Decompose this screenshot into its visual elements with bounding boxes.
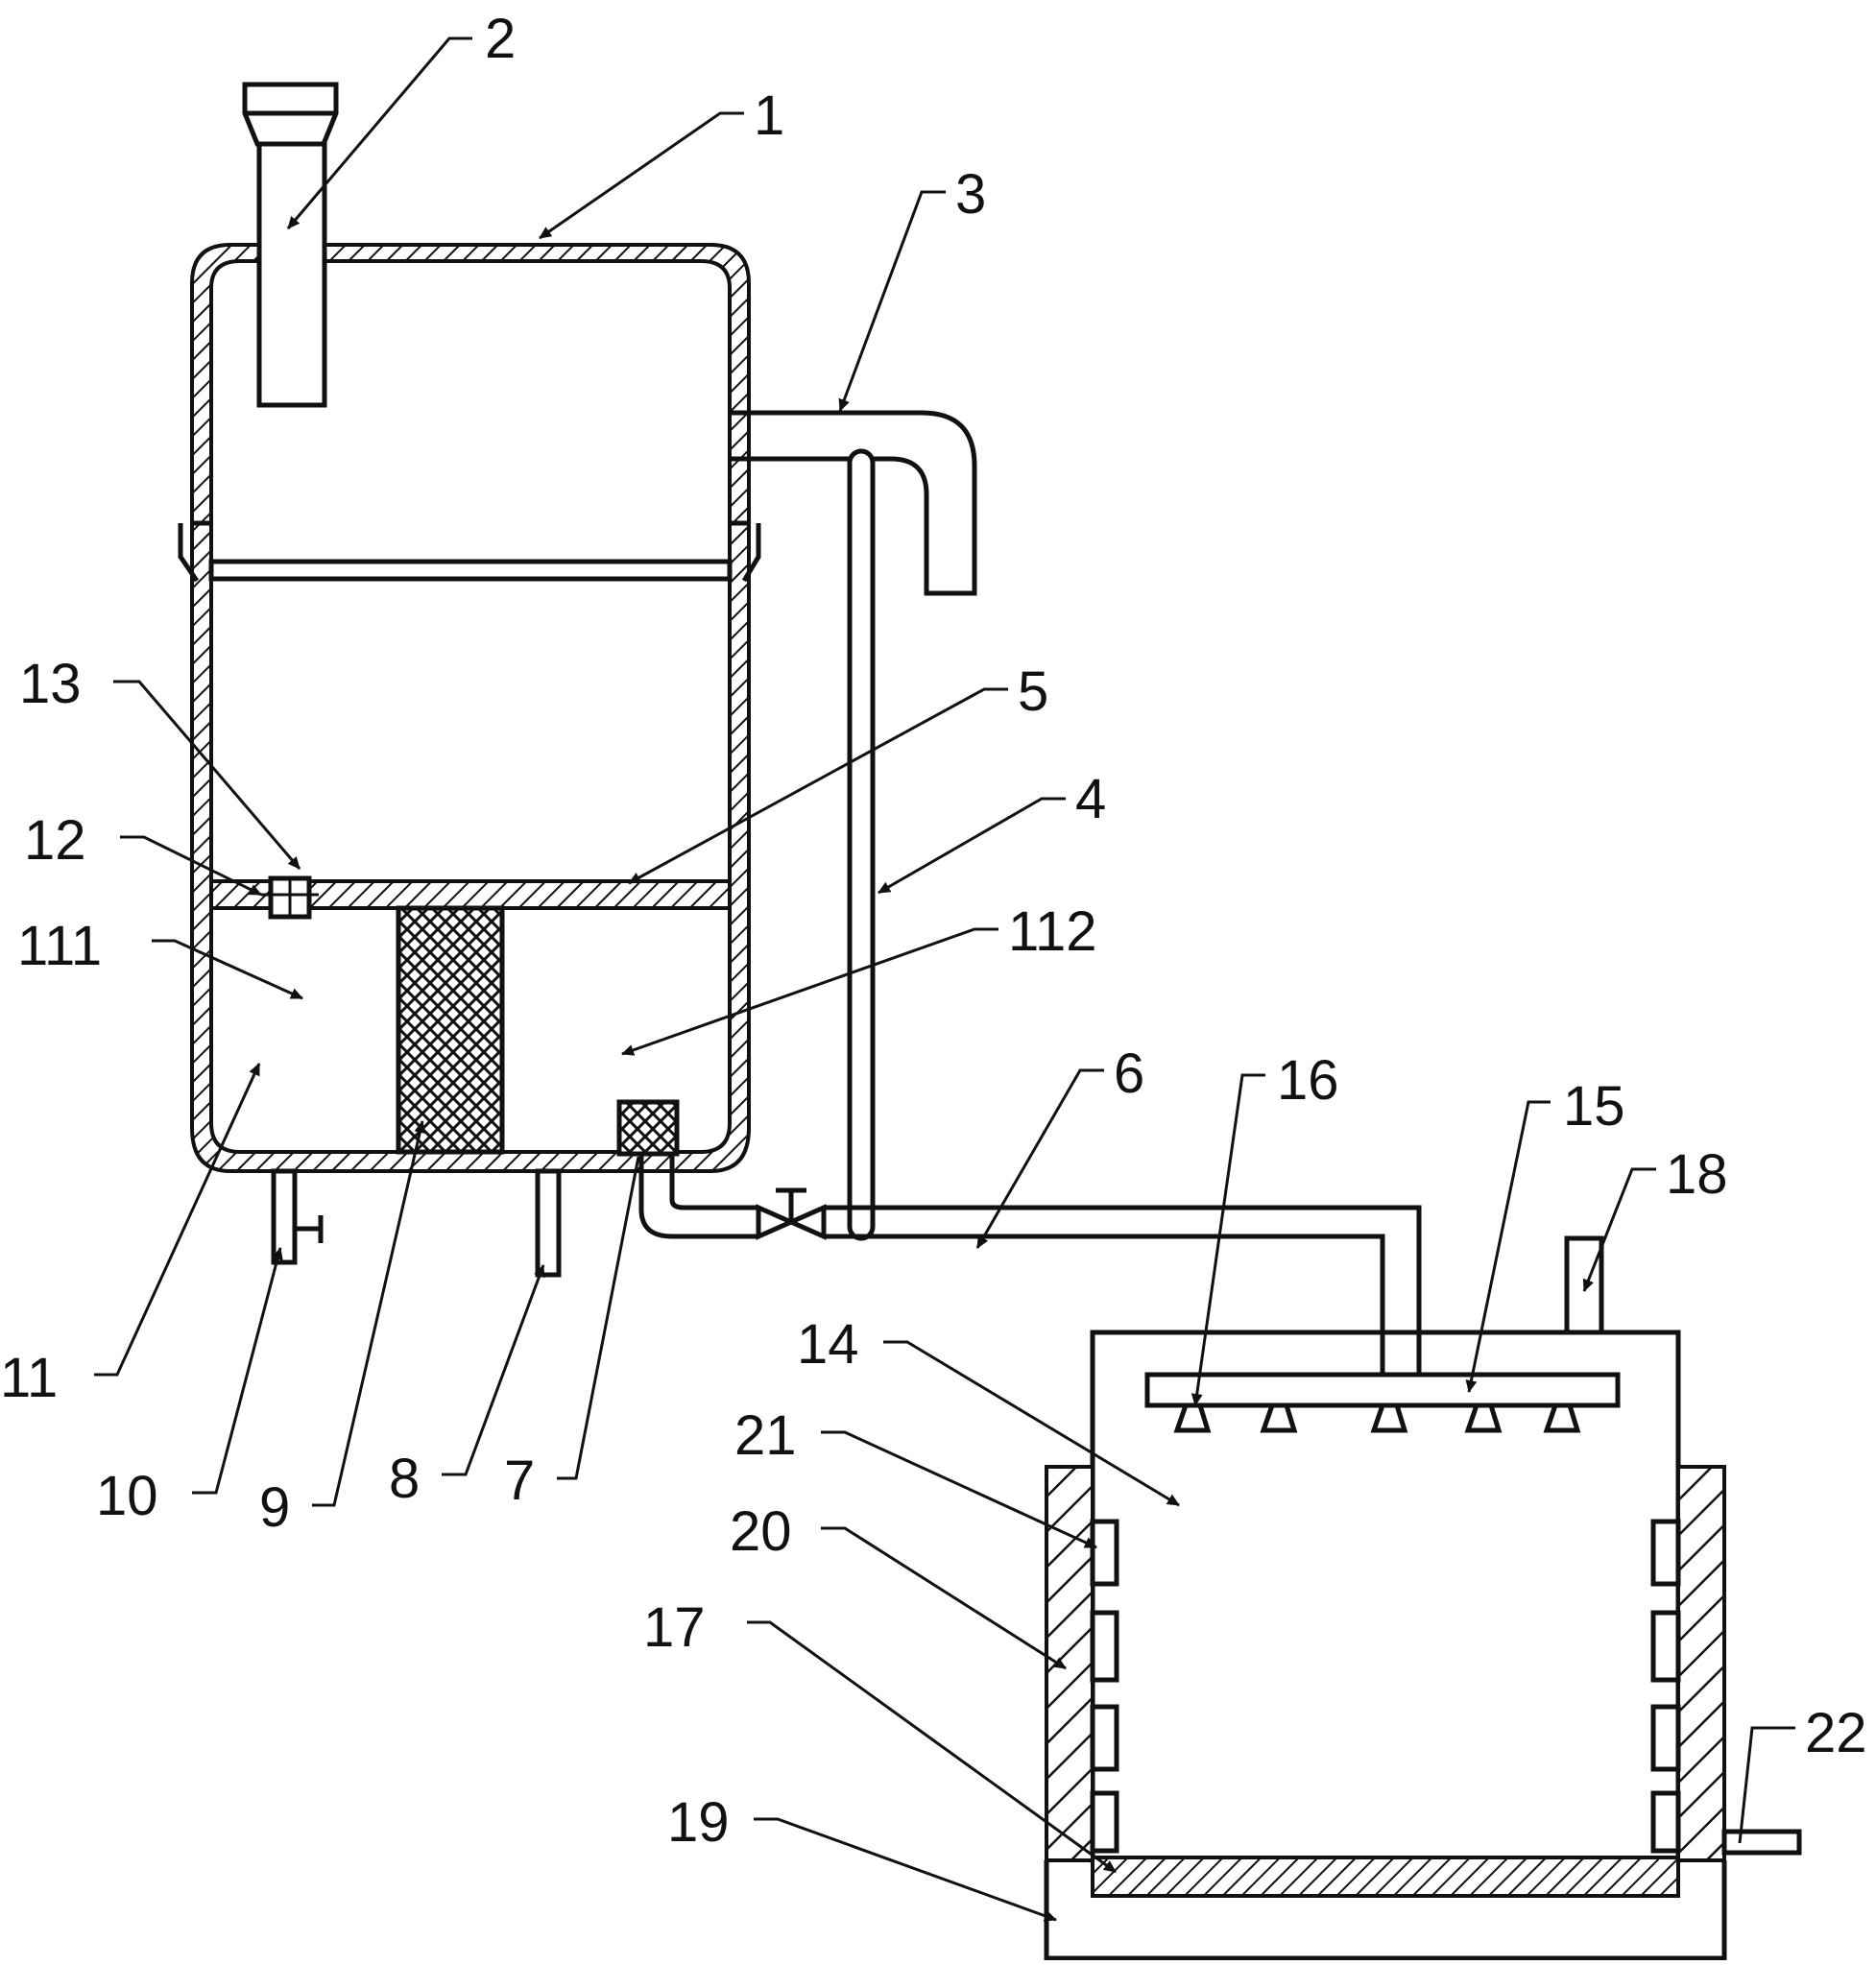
tank-14 <box>1044 1235 1802 1961</box>
drain-pipes <box>271 1168 562 1278</box>
leaders <box>94 36 1795 1922</box>
label-9: 9 <box>259 1476 290 1539</box>
tank-1 <box>178 243 761 1173</box>
label-19: 19 <box>667 1791 730 1854</box>
label-6: 6 <box>1114 1042 1144 1105</box>
label-4: 4 <box>1075 768 1106 830</box>
label-2: 2 <box>485 8 516 70</box>
label-12: 12 <box>24 809 86 872</box>
label-8: 8 <box>389 1448 420 1510</box>
feed-pipe-2 <box>242 82 339 408</box>
label-5: 5 <box>1018 660 1048 723</box>
label-17: 17 <box>643 1596 706 1659</box>
label-7: 7 <box>504 1450 535 1512</box>
label-16: 16 <box>1277 1049 1339 1112</box>
label-13: 13 <box>19 653 82 715</box>
labels: 2 1 3 5 4 112 6 16 15 18 14 21 20 17 22 … <box>0 8 1867 1854</box>
label-15: 15 <box>1563 1075 1625 1138</box>
label-14: 14 <box>797 1313 859 1376</box>
label-21: 21 <box>734 1404 797 1467</box>
label-11: 11 <box>0 1347 58 1409</box>
label-3: 3 <box>955 163 986 226</box>
pipe-6 <box>638 1154 1422 1375</box>
label-10: 10 <box>96 1465 158 1527</box>
label-1: 1 <box>754 84 784 147</box>
outlet-pipe-3 <box>730 410 977 596</box>
label-111: 111 <box>17 915 102 977</box>
label-20: 20 <box>730 1500 792 1563</box>
label-112: 112 <box>1008 900 1096 963</box>
label-18: 18 <box>1666 1143 1728 1206</box>
return-pipe-4 <box>847 448 876 1241</box>
label-22: 22 <box>1805 1702 1867 1764</box>
